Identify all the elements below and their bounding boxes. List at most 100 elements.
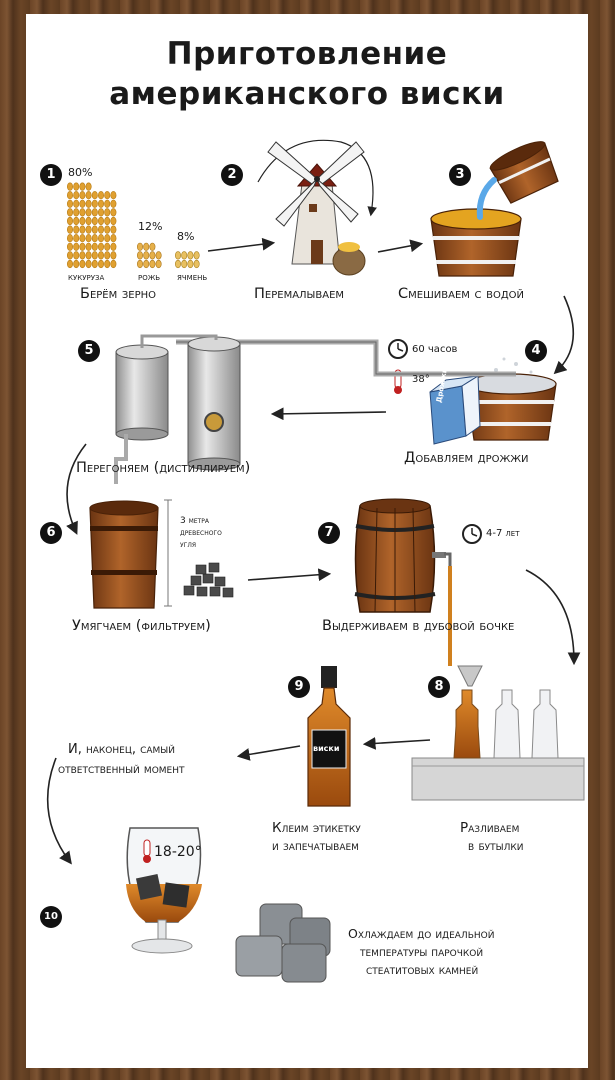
grain-kernel xyxy=(73,242,80,251)
grain-kernel xyxy=(193,259,200,269)
grain-kernel xyxy=(73,259,80,269)
grain-kernel xyxy=(98,216,105,226)
step-badge-6: 6 xyxy=(40,522,62,544)
grain-kernel xyxy=(91,242,98,251)
grain-kernel xyxy=(91,199,98,208)
grain-kernel xyxy=(79,251,86,260)
grain-kernel xyxy=(110,234,117,243)
grain-kernel xyxy=(104,225,111,234)
arrow-5-6 xyxy=(66,443,87,535)
step-caption-10-line1: Охлаждаем до идеальной xyxy=(348,926,495,941)
grain-kernel xyxy=(110,225,117,234)
grain-kernel xyxy=(91,234,98,243)
grain-kernel xyxy=(66,242,73,251)
grain-kernel xyxy=(155,259,162,269)
grain-kernel xyxy=(85,199,92,208)
grain-kernel xyxy=(98,242,105,251)
grain-kernel xyxy=(110,259,117,269)
step-badge-5: 5 xyxy=(78,340,100,362)
grain-kernel xyxy=(79,242,86,251)
grain-kernel xyxy=(66,208,73,217)
grain-kernel xyxy=(98,208,105,217)
corn-grains xyxy=(66,182,117,269)
grain-kernel xyxy=(137,251,144,260)
step-caption-3: Смешиваем с водой xyxy=(398,286,524,302)
grain-kernel xyxy=(110,216,117,226)
bottling-line-icon xyxy=(411,665,585,801)
process-illustrations xyxy=(46,139,585,983)
arrow-to-glass xyxy=(46,757,72,865)
arrow-7-8 xyxy=(525,569,581,666)
grain-kernel xyxy=(66,199,73,208)
whiskey-glass-icon xyxy=(126,827,202,954)
step-caption-10-line3: стеатитовых камней xyxy=(366,962,479,977)
grain-kernel xyxy=(187,251,194,260)
grain-kernel xyxy=(66,216,73,226)
step-caption-7: Выдерживаем в дубовой бочке xyxy=(322,618,515,634)
corn-label: кукуруза xyxy=(68,272,105,283)
grain-kernel xyxy=(79,208,86,217)
grain-kernel xyxy=(175,259,182,269)
grain-kernel xyxy=(104,191,111,200)
arrow-6-7 xyxy=(247,568,332,582)
grain-kernel xyxy=(73,251,80,260)
grain-kernel xyxy=(181,259,188,269)
grain-kernel xyxy=(79,199,86,208)
fermentation-time: 60 часов xyxy=(412,344,458,355)
grain-kernel xyxy=(98,199,105,208)
grain-kernel xyxy=(66,182,73,191)
charcoal-filter-icon xyxy=(89,499,172,609)
step-badge-9: 9 xyxy=(288,676,310,698)
step-caption-5: Перегоняем (дистиллируем) xyxy=(76,460,251,476)
grain-kernel xyxy=(193,251,200,260)
grain-kernel xyxy=(187,259,194,269)
grain-kernel xyxy=(110,242,117,251)
grain-kernel xyxy=(91,191,98,200)
aging-time: 4-7 лет xyxy=(486,528,520,539)
page-title-line1: Приготовление xyxy=(166,36,448,72)
fermentation-temperature: 38° xyxy=(412,374,430,385)
soapstones-icon xyxy=(235,903,331,983)
grain-kernel xyxy=(73,182,80,191)
grain-kernel xyxy=(98,259,105,269)
finale-line1: И, наконец, самый xyxy=(68,742,175,757)
rye-label: рожь xyxy=(138,272,161,283)
grain-kernel xyxy=(137,259,144,269)
grain-kernel xyxy=(104,199,111,208)
grain-kernel xyxy=(110,208,117,217)
step-caption-9-line2: и запечатываем xyxy=(272,838,359,854)
step-caption-4: Добавляем дрожжи xyxy=(404,450,529,466)
grain-kernel xyxy=(73,191,80,200)
step-caption-9-line1: Клеим этикетку xyxy=(272,820,361,836)
step-caption-1: Берём зерно xyxy=(80,286,157,302)
grain-kernel xyxy=(149,251,156,260)
grain-kernel xyxy=(66,191,73,200)
grain-kernel xyxy=(66,225,73,234)
grain-kernel xyxy=(137,242,144,251)
rye-grains xyxy=(137,242,162,269)
grain-kernel xyxy=(104,216,111,226)
grain-kernel xyxy=(79,216,86,226)
yeast-box-icon xyxy=(429,375,481,445)
grain-kernel xyxy=(98,234,105,243)
step-badge-3: 3 xyxy=(449,164,471,186)
grain-kernel xyxy=(104,234,111,243)
step-badge-10: 10 xyxy=(40,906,62,928)
grain-kernel xyxy=(85,225,92,234)
arrow-2-3 xyxy=(377,239,424,253)
grain-kernel xyxy=(155,251,162,260)
step-caption-10-line2: температуры парочкой xyxy=(360,944,484,959)
grain-kernel xyxy=(91,259,98,269)
step-badge-7: 7 xyxy=(318,522,340,544)
distillation-stills-icon xyxy=(114,334,516,484)
aging-clock-icon xyxy=(462,524,482,544)
grain-kernel xyxy=(66,234,73,243)
grain-kernel xyxy=(175,251,182,260)
arrow-3-4 xyxy=(553,295,575,375)
step-badge-1: 1 xyxy=(40,164,62,186)
grain-kernel xyxy=(73,216,80,226)
corn-percent: 80% xyxy=(68,166,93,179)
mixing-tub-icon xyxy=(430,141,559,277)
grain-kernel xyxy=(104,251,111,260)
filter-note-line3: угля xyxy=(180,540,196,550)
